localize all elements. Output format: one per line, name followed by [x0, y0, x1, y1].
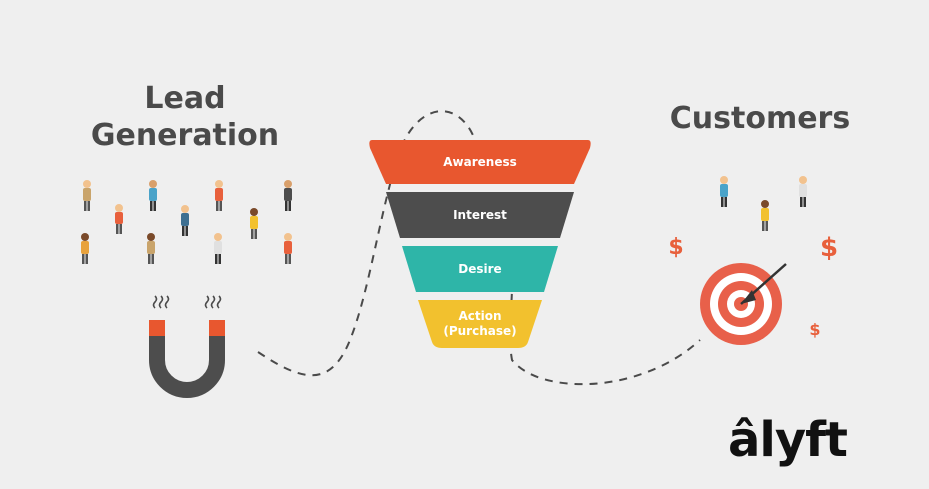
person-icon [214, 233, 222, 264]
alyft-logo: âlyft [728, 412, 848, 468]
person-icon [83, 180, 91, 211]
arrow-icon [740, 263, 787, 305]
interest-label: Interest [453, 208, 507, 222]
dollar-sign-left: $ [668, 235, 683, 260]
person-icon [115, 204, 123, 234]
lead-title-line1: Lead [144, 81, 226, 116]
action-label-line1: Action [458, 309, 501, 323]
dollar-sign-right: $ [820, 233, 838, 263]
awareness-label: Awareness [443, 155, 517, 169]
customer-people [720, 176, 807, 231]
dashed-path-right [504, 249, 701, 386]
funnel-stage-awareness: Awareness [369, 140, 591, 184]
lead-title-line2: Generation [90, 118, 280, 153]
desire-label: Desire [458, 262, 501, 276]
person-icon [149, 180, 157, 211]
person-icon [761, 200, 769, 231]
person-icon [215, 180, 223, 211]
interest-shape [386, 192, 574, 238]
action-label-line2: (Purchase) [443, 324, 516, 338]
funnel-stage-desire: Desire [402, 246, 558, 292]
person-icon [284, 180, 292, 211]
customers-title: Customers [669, 101, 851, 136]
person-icon [81, 233, 89, 264]
funnel-stage-interest: Interest [386, 192, 574, 238]
magnet-icon [149, 295, 225, 398]
person-icon [147, 233, 155, 264]
lead-generation-title: Lead Generation [70, 80, 300, 154]
person-icon [250, 208, 258, 239]
awareness-shape [369, 140, 591, 184]
funnel-stage-action: Action (Purchase) [418, 300, 542, 348]
person-icon [181, 205, 189, 236]
dollar-sign-small: $ [809, 320, 820, 339]
funnel: Awareness Interest Desire Action (Purcha… [369, 140, 591, 348]
lead-people [81, 180, 292, 264]
dashed-path-left [257, 110, 476, 377]
action-shape [418, 300, 542, 348]
person-icon [284, 233, 292, 264]
person-icon [720, 176, 728, 207]
desire-shape [402, 246, 558, 292]
person-icon [799, 176, 807, 207]
